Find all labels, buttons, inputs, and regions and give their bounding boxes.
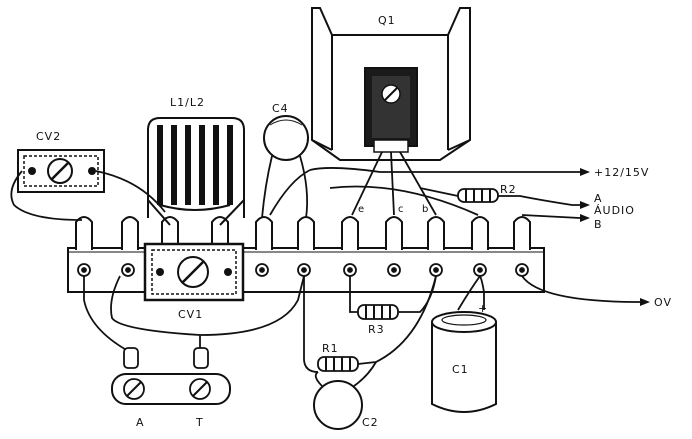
label-audio: ÁUDIO: [594, 204, 635, 217]
c4-capacitor: [261, 115, 309, 219]
label-antenna-t: T: [195, 416, 204, 429]
q1-heatsink: [311, 7, 471, 161]
label-cv2: CV2: [36, 130, 61, 143]
label-pin-b: b: [422, 204, 428, 215]
cv2-trimmer: [17, 149, 105, 193]
label-c4: C4: [272, 102, 289, 115]
c2-capacitor: [313, 361, 377, 430]
l1-l2-coil: [147, 117, 245, 226]
cv2-wires: [10, 170, 166, 221]
label-r2: R2: [500, 183, 517, 196]
label-c1: C1: [452, 363, 469, 376]
supply-and-signal-wires: [269, 167, 582, 219]
label-audio-a: A: [594, 192, 603, 205]
label-q1: Q1: [378, 14, 396, 27]
label-l1l2: L1/L2: [170, 96, 205, 109]
label-pin-e: e: [358, 204, 364, 215]
r1-resistor: [317, 356, 377, 372]
arrow-heads: [580, 168, 650, 306]
label-antenna-a: A: [136, 416, 145, 429]
terminal-rivets: [77, 263, 529, 277]
terminal-tabs: [75, 216, 531, 250]
q1-leads: [351, 151, 437, 216]
label-pin-c: c: [398, 204, 404, 215]
cv1-trimmer: [143, 242, 245, 302]
label-zero-v: OV: [654, 296, 672, 309]
label-r1: R1: [322, 342, 339, 355]
r2-resistor: [457, 188, 499, 203]
label-r3: R3: [368, 323, 385, 336]
c1-capacitor: [431, 311, 497, 413]
label-plus-sign: +: [478, 302, 488, 315]
antenna-connector: [111, 347, 231, 405]
label-plus-v: +12/15V: [594, 166, 649, 179]
label-audio-b: B: [594, 218, 603, 231]
label-cv1: CV1: [178, 308, 203, 321]
bottom-wires: [83, 275, 641, 373]
label-c2: C2: [362, 416, 379, 429]
q1-transistor: [364, 67, 418, 153]
